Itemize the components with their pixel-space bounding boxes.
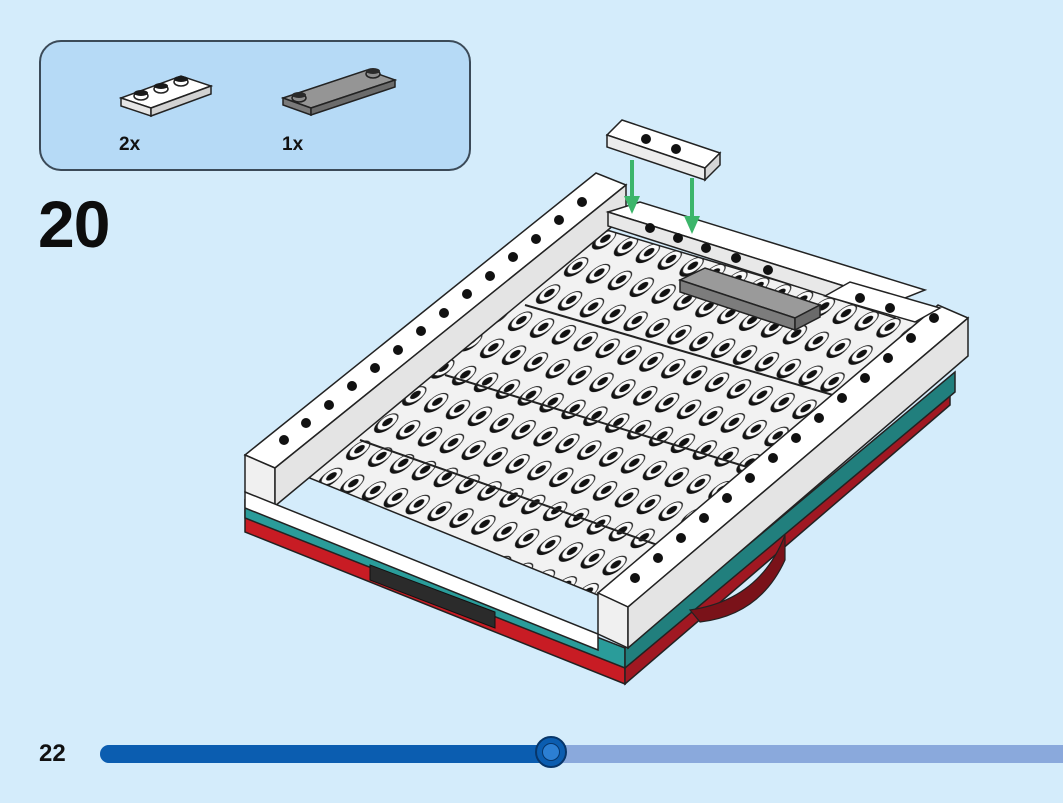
part-quantity: 2x <box>119 134 141 155</box>
wall-studs <box>279 197 939 583</box>
white-plate-1x3-icon <box>119 75 214 118</box>
progress-knob-icon <box>534 736 567 768</box>
progress-fill <box>100 745 553 763</box>
tile-grooves <box>359 304 851 561</box>
gray-plate-placed <box>677 267 822 332</box>
gray-plate-1x4-icon <box>281 68 397 116</box>
parts-list-panel: 2x 1x <box>39 40 471 171</box>
part-quantity: 1x <box>282 134 304 155</box>
page-number: 22 <box>39 740 66 767</box>
left-wall <box>243 172 628 508</box>
step-number: 20 <box>38 187 110 261</box>
new-white-plate <box>605 119 722 182</box>
placement-arrows <box>624 160 700 234</box>
progress-bar <box>100 736 1063 768</box>
right-wall <box>596 281 970 650</box>
model-illustration <box>243 119 970 686</box>
front-white-layer <box>244 490 599 652</box>
